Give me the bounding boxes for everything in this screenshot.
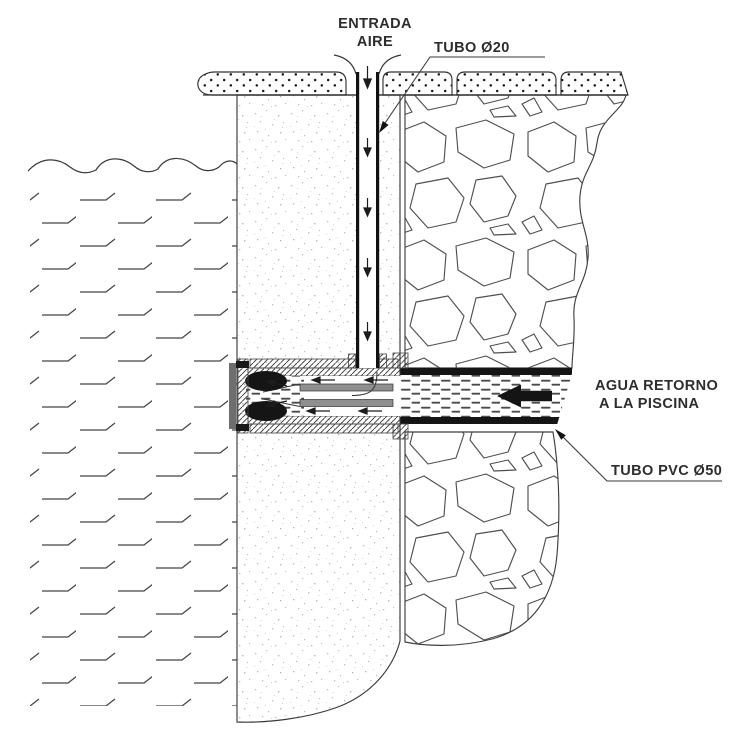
flow-arrows-small bbox=[265, 376, 388, 415]
leader-line-tubo20 bbox=[379, 56, 545, 133]
gravel-lower bbox=[404, 431, 560, 646]
return-pipe-right bbox=[400, 368, 572, 424]
inner-air-tube-bottom bbox=[299, 399, 394, 407]
water-surface-wave bbox=[27, 157, 238, 174]
leader-line-tubo50 bbox=[555, 429, 722, 482]
label-entrada-aire-line1: ENTRADA bbox=[338, 16, 412, 32]
annotations: ENTRADA AIRE TUBO Ø20 AGUA RETORNO A LA … bbox=[338, 16, 722, 482]
gravel-upper bbox=[404, 94, 627, 369]
air-intake-flare-icon bbox=[333, 54, 402, 75]
label-tubo20: TUBO Ø20 bbox=[434, 40, 510, 56]
label-agua-retorno-line1: AGUA RETORNO bbox=[595, 378, 718, 394]
pipe-wall-top bbox=[400, 368, 572, 375]
pool-water bbox=[27, 157, 238, 706]
label-tubo-pvc50: TUBO PVC Ø50 bbox=[611, 463, 722, 479]
paver bbox=[382, 71, 453, 96]
air-down-arrow-icon bbox=[362, 66, 373, 342]
paver bbox=[560, 71, 629, 96]
paver bbox=[456, 71, 557, 96]
flange-plate-outer bbox=[229, 363, 236, 429]
venturi-assembly bbox=[229, 352, 409, 440]
coping-paver bbox=[197, 71, 347, 96]
flow-arrow-icon bbox=[497, 384, 552, 408]
nozzle-body-top bbox=[245, 371, 287, 391]
air-bend bbox=[351, 371, 378, 397]
air-tube-vertical bbox=[333, 54, 402, 369]
label-agua-retorno-line2: A LA PISCINA bbox=[599, 396, 700, 412]
inner-air-tube-top bbox=[299, 383, 394, 392]
nozzle-body-bottom bbox=[245, 401, 287, 421]
air-tube-wall-right bbox=[376, 72, 380, 368]
flange-plate-inner bbox=[237, 358, 249, 434]
leader-arrowhead-icon bbox=[555, 429, 566, 440]
pipe-wall-bottom bbox=[400, 417, 568, 424]
still-water-hatch bbox=[30, 188, 237, 706]
pavement bbox=[197, 71, 629, 96]
label-entrada-aire-line2: AIRE bbox=[357, 34, 393, 50]
leader-arrowhead-icon bbox=[379, 121, 389, 133]
air-tube-wall-left bbox=[356, 72, 360, 368]
